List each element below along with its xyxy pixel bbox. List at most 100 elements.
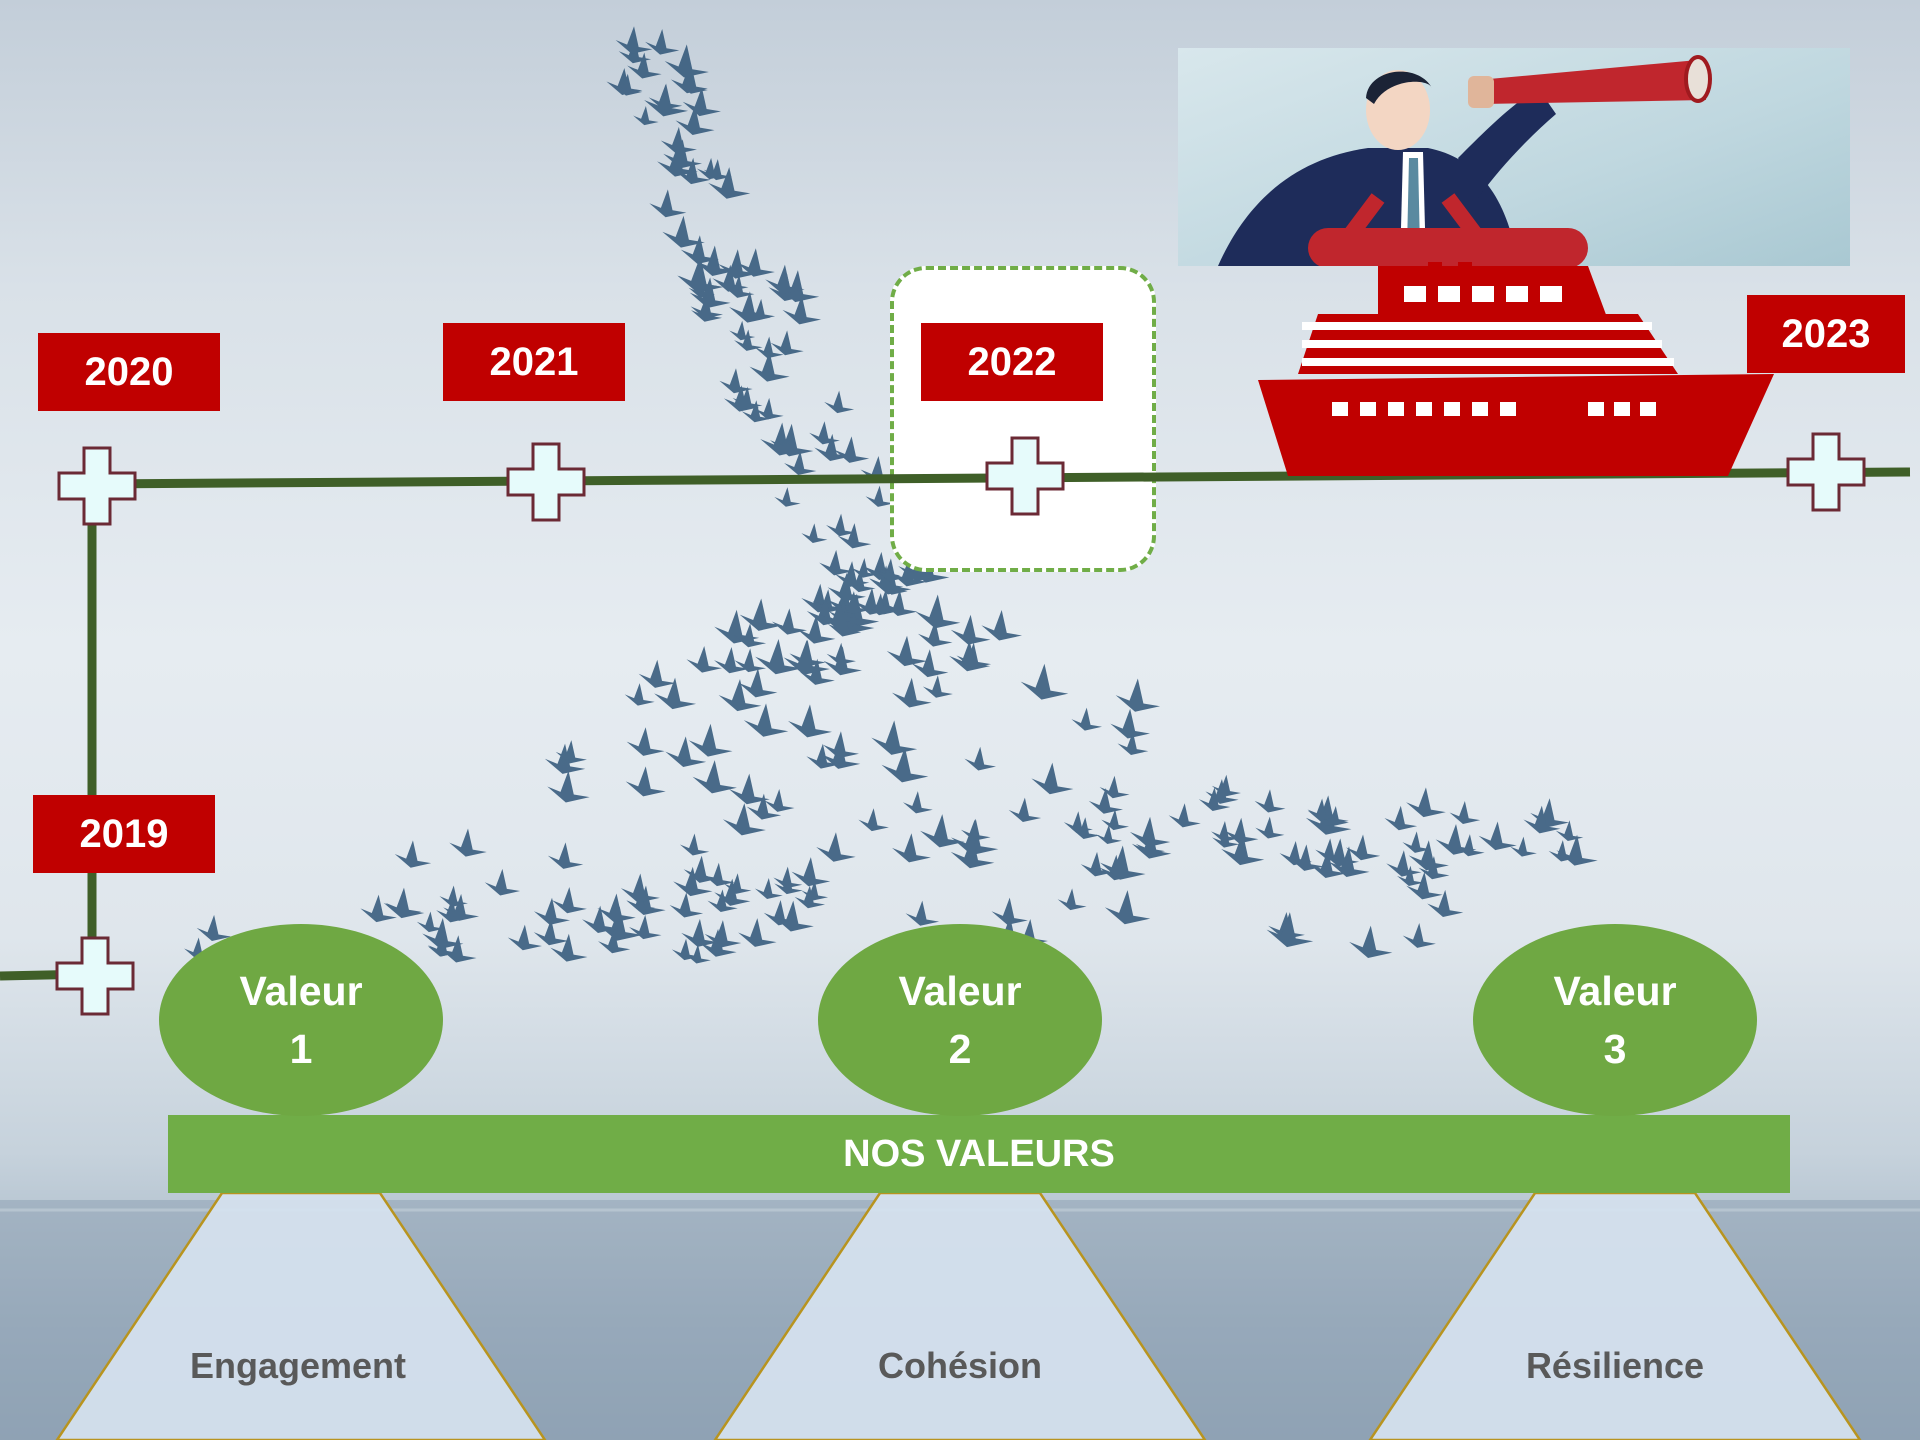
value-3-ellipse: Valeur 3 <box>1473 924 1757 1116</box>
value-3-label: Valeur <box>1553 968 1677 1014</box>
businessman-telescope-illustration <box>1178 48 1850 266</box>
bird-shape <box>784 450 817 476</box>
bird-shape <box>728 773 770 805</box>
bird-shape <box>920 814 965 848</box>
bird-shape <box>854 587 891 615</box>
pillar-cohesion <box>713 1191 1207 1440</box>
bird-shape <box>1117 731 1149 755</box>
bird-shape <box>615 26 653 54</box>
bird-shape <box>738 918 777 947</box>
bird-shape <box>838 591 870 614</box>
bird-shape <box>1402 922 1436 948</box>
bird-shape <box>866 593 896 616</box>
bird-shape <box>688 723 733 757</box>
bird-shape <box>1427 889 1464 918</box>
bird-shape <box>915 594 961 629</box>
bird-shape <box>749 351 790 382</box>
bird-shape <box>689 277 731 308</box>
bird-shape <box>416 911 445 933</box>
bird-shape <box>1100 845 1146 880</box>
bird-shape <box>964 746 997 771</box>
bird-shape <box>555 740 587 764</box>
bird-shape <box>734 648 767 673</box>
bird-shape <box>507 924 542 951</box>
bird-shape <box>1255 816 1285 839</box>
plus-marker-2021 <box>506 442 586 522</box>
plus-marker-2023 <box>1786 432 1866 512</box>
bird-shape <box>738 668 778 698</box>
bird-shape <box>1288 844 1325 871</box>
bird-shape <box>719 368 753 394</box>
bird-shape <box>736 248 775 277</box>
bird-shape <box>827 572 866 602</box>
year-label-2020: 2020 <box>38 333 220 411</box>
bird-shape <box>1080 851 1114 877</box>
bird-shape <box>814 433 851 462</box>
bird-shape <box>729 320 756 341</box>
bird-shape <box>723 385 760 412</box>
pillar-engagement <box>55 1191 547 1440</box>
bird-shape <box>547 770 590 803</box>
value-1-ellipse: Valeur 1 <box>159 924 443 1116</box>
bird-shape <box>892 833 931 863</box>
bird-shape <box>950 614 991 645</box>
bird-shape <box>707 889 738 913</box>
value-2-ellipse: Valeur 2 <box>818 924 1102 1116</box>
bird-shape <box>649 189 687 218</box>
bird-shape <box>801 880 829 901</box>
bird-shape <box>394 840 432 868</box>
bird-shape <box>680 235 720 264</box>
values-bar: NOS VALEURS <box>168 1115 1790 1193</box>
bird-shape <box>671 938 701 961</box>
bird-shape <box>685 944 711 964</box>
bird-shape <box>782 295 822 325</box>
bird-shape <box>746 793 782 820</box>
bird-shape <box>774 487 801 507</box>
bird-shape <box>1322 806 1349 826</box>
bird-shape <box>734 623 767 648</box>
bird-shape <box>851 558 878 578</box>
bird-shape <box>1099 775 1130 799</box>
bird-shape <box>681 918 719 947</box>
bird-shape <box>772 900 814 932</box>
cruise-ship-icon <box>1258 262 1774 476</box>
bird-shape <box>703 862 735 887</box>
plus-marker-2020 <box>57 446 137 526</box>
year-label-2021: 2021 <box>443 323 625 401</box>
bird-shape <box>714 609 760 644</box>
bird-shape <box>1205 778 1239 804</box>
bird-shape <box>547 842 584 869</box>
bird-shape <box>922 675 953 698</box>
bird-flock <box>184 26 1598 964</box>
bird-shape <box>1115 678 1161 712</box>
bird-shape <box>696 157 726 180</box>
pillar-resilience <box>1368 1191 1862 1440</box>
bird-shape <box>1406 787 1446 818</box>
bird-shape <box>1555 820 1584 841</box>
bird-shape <box>1095 824 1122 845</box>
bird-shape <box>484 868 521 896</box>
bird-shape <box>905 900 940 926</box>
bird-shape <box>865 485 894 507</box>
bird-shape <box>1435 824 1477 855</box>
bird-shape <box>1556 834 1598 866</box>
bird-shape <box>714 646 750 674</box>
bird-shape <box>1309 849 1347 878</box>
bird-shape <box>436 897 469 923</box>
bird-shape <box>708 167 751 199</box>
bird-shape <box>991 897 1028 925</box>
bird-shape <box>1057 888 1087 911</box>
bird-shape <box>824 390 855 414</box>
bird-shape <box>1020 663 1069 700</box>
bird-shape <box>1386 850 1422 877</box>
bird-shape <box>582 905 619 933</box>
bird-shape <box>648 84 683 110</box>
bird-shape <box>686 645 723 673</box>
bird-shape <box>881 747 929 783</box>
bird-shape <box>1008 797 1042 823</box>
bird-shape <box>981 610 1023 641</box>
bird-shape <box>723 873 752 894</box>
bird-shape <box>428 933 459 957</box>
bird-shape <box>677 258 722 293</box>
bird-shape <box>383 887 425 919</box>
